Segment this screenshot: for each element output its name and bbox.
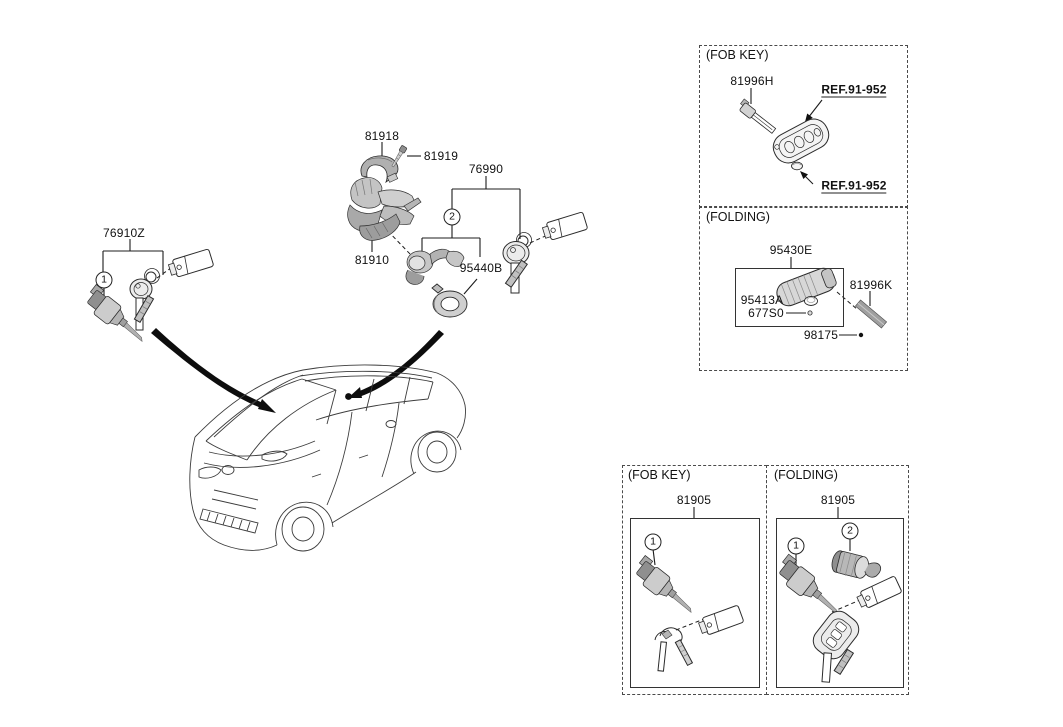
fob-key-set-box (630, 518, 760, 688)
folding-transmitter-art (776, 267, 837, 307)
screw-art (391, 145, 408, 168)
ignition-body-art (831, 550, 882, 579)
callout-1-door-lock: 1 (95, 271, 113, 289)
label-lock-assy: 81910 (354, 253, 390, 267)
label-blanking-key: 81996K (849, 278, 893, 292)
folding-top-title: (FOLDING) (706, 210, 770, 224)
key-tag-ignition (540, 211, 589, 243)
label-battery: 95413A (740, 293, 784, 307)
pin-art (858, 332, 864, 338)
folding-key-set-panel (766, 465, 909, 695)
fob-key-top-panel (699, 45, 908, 208)
fob-set-keys-art (654, 627, 694, 672)
folding-key-art (812, 610, 860, 683)
ignition-cap-art (360, 155, 399, 184)
pointer-arrow-left (151, 328, 276, 413)
label-transmitter-screw: 677S0 (748, 306, 784, 320)
folding-top-panel (699, 206, 908, 371)
dashed-leader-lines (156, 225, 861, 631)
key-tag-left (166, 248, 215, 280)
emergency-blade-key-art (739, 98, 777, 134)
door-key-set-art (129, 268, 160, 331)
label-ignition-group: 76990 (468, 162, 504, 176)
label-screw: 81919 (423, 149, 459, 163)
callout-2-folding-set: 2 (841, 522, 859, 540)
label-ref-upper: REF.91-952 (821, 82, 887, 98)
fob-key-set-title: (FOB KEY) (628, 468, 691, 482)
blanking-key-art (854, 299, 888, 329)
ref-arrowheads (800, 113, 813, 179)
label-blade-key: 81996H (730, 74, 774, 88)
label-door-lock-group: 76910Z (103, 226, 145, 240)
callout-1-folding-set: 1 (787, 537, 805, 555)
label-antenna: 95440B (459, 261, 503, 275)
label-ref-lower: REF.91-952 (821, 178, 887, 194)
fob-key-top-title: (FOB KEY) (706, 48, 769, 62)
car-illustration (189, 364, 466, 552)
smart-key-fob-art (772, 118, 830, 164)
transmitter-screw-art (807, 310, 813, 316)
transmitter-battery-art (804, 296, 818, 306)
transmitter-box (735, 268, 844, 327)
label-pin: 98175 (803, 328, 839, 342)
ignition-lock-assembly-art (347, 177, 422, 241)
fob-battery-art (791, 161, 803, 171)
callout-2-ignition: 2 (443, 208, 461, 226)
label-cap: 81918 (364, 129, 400, 143)
folding-key-set-title: (FOLDING) (774, 468, 838, 482)
label-fob-key-set-part: 81905 (676, 493, 712, 507)
steering-lock-body-art (405, 248, 465, 285)
label-transmitter: 95430E (769, 243, 813, 257)
folding-key-set-box (776, 518, 904, 688)
antenna-coil-art (431, 283, 468, 318)
callout-1-fob-set: 1 (644, 533, 662, 551)
label-folding-key-set-part: 81905 (820, 493, 856, 507)
pointer-arrow-right (345, 330, 444, 400)
ignition-key-set-art (502, 232, 532, 294)
